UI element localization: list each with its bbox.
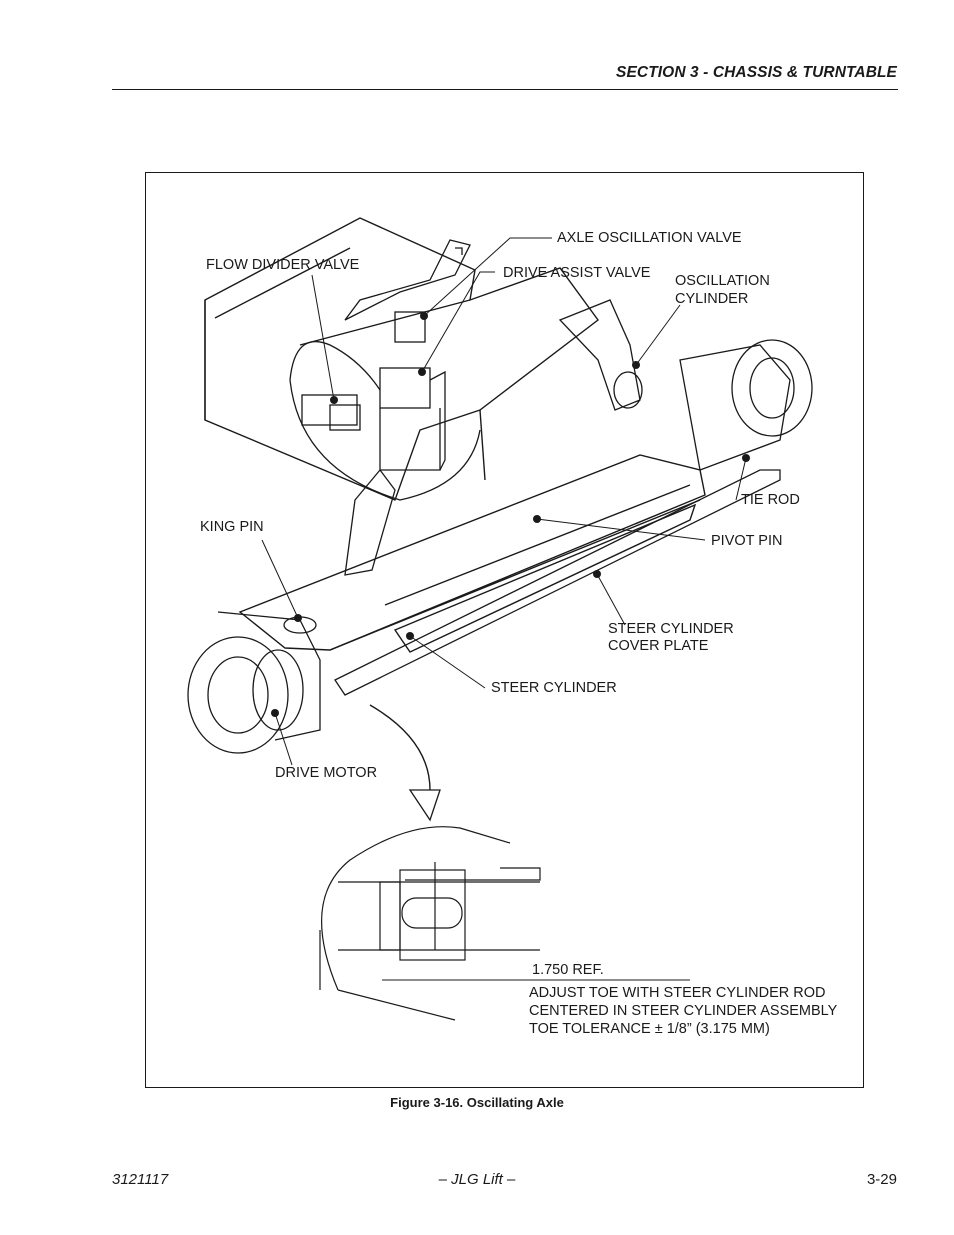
left-wheel-hub (187, 611, 321, 754)
flow-divider-detail (289, 340, 381, 431)
label-axle-oscillation-valve: AXLE OSCILLATION VALVE (557, 230, 742, 246)
right-wheel-hub (679, 339, 813, 471)
pivot-link (344, 468, 396, 576)
valve-bracket (344, 239, 471, 471)
label-oscillation-cylinder-line2: CYLINDER (675, 291, 749, 307)
label-drive-motor: DRIVE MOTOR (275, 765, 378, 781)
chassis-frame (204, 217, 599, 501)
figure-frame (145, 172, 864, 1088)
detail-note-line2: CENTERED IN STEER CYLINDER ASSEMBLY (529, 1003, 838, 1019)
label-steer-cylinder-cover-plate-line1: STEER CYLINDER (608, 621, 734, 637)
figure-caption: Figure 3-16. Oscillating Axle (390, 1095, 564, 1110)
label-pivot-pin: PIVOT PIN (711, 533, 783, 549)
tie-rod (334, 469, 781, 696)
detail-note-line1: ADJUST TOE WITH STEER CYLINDER ROD (529, 985, 826, 1001)
detail-view (319, 826, 690, 1021)
detail-note-line3: TOE TOLERANCE ± 1/8” (3.175 MM) (529, 1021, 770, 1037)
document-number: 3121117 (112, 1171, 169, 1188)
page-number: 3-29 (866, 1171, 897, 1188)
label-steer-cylinder: STEER CYLINDER (491, 680, 617, 696)
axle-beam (238, 454, 706, 653)
label-steer-cylinder-cover-plate-line2: COVER PLATE (608, 638, 709, 654)
oscillation-cylinder (558, 299, 643, 411)
label-tie-rod: TIE ROD (741, 492, 800, 508)
publisher-name: – JLG Lift – (438, 1171, 516, 1188)
section-title: SECTION 3 - CHASSIS & TURNTABLE (616, 64, 897, 81)
detail-arrow (369, 704, 441, 822)
label-drive-assist-valve: DRIVE ASSIST VALVE (503, 265, 651, 281)
leader-lines (261, 237, 747, 766)
label-king-pin: KING PIN (200, 519, 264, 535)
header-divider (112, 89, 898, 90)
label-oscillation-cylinder-line1: OSCILLATION (675, 273, 770, 289)
label-dimension: 1.750 REF. (532, 962, 604, 978)
label-flow-divider-valve: FLOW DIVIDER VALVE (206, 257, 360, 273)
